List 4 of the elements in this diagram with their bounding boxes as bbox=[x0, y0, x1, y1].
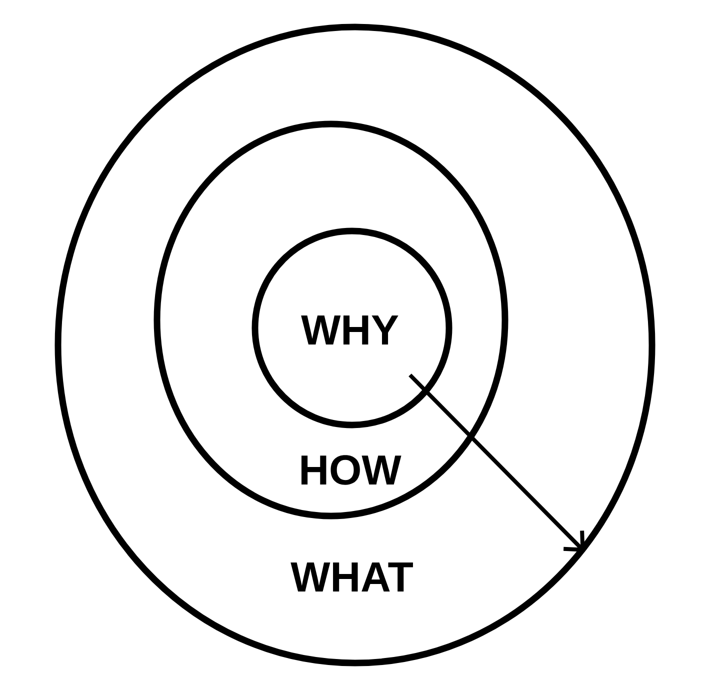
circle-label: HOW bbox=[302, 455, 402, 485]
circle-label: WHAT bbox=[290, 562, 413, 592]
arrow bbox=[408, 374, 585, 552]
circle-label: WHY bbox=[301, 316, 398, 344]
